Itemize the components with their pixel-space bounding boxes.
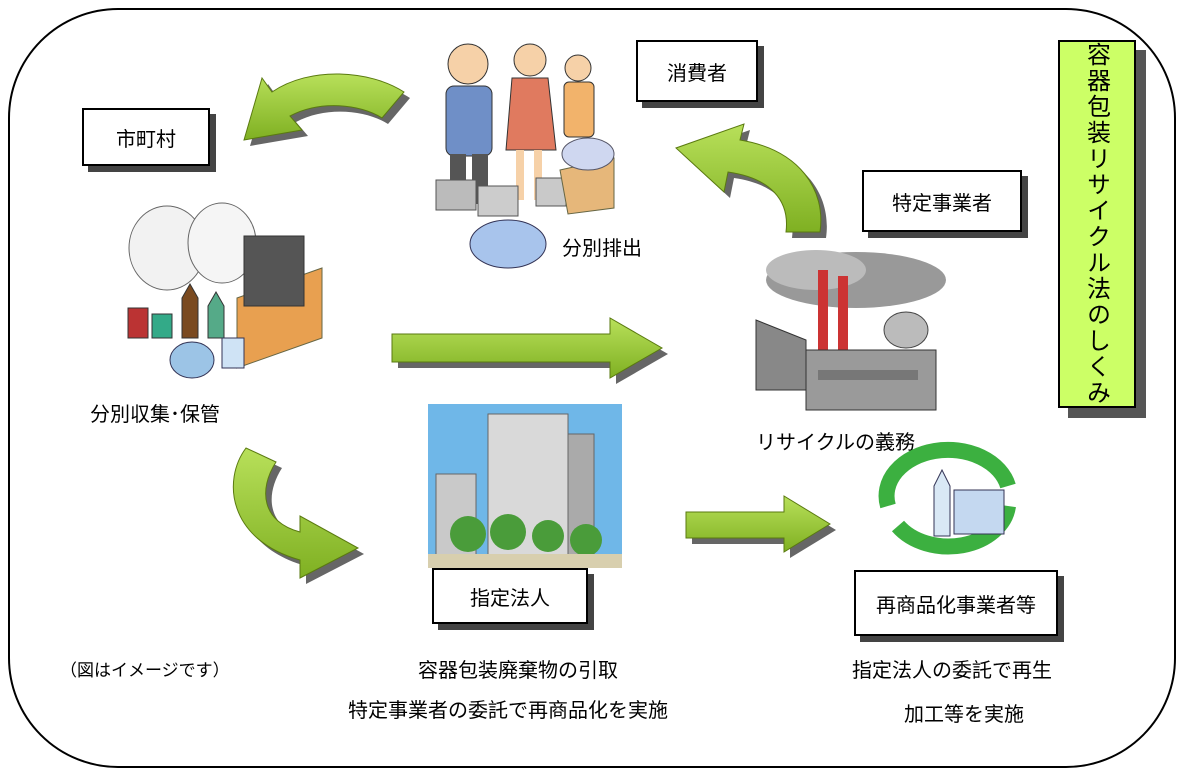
sorted-discharge-caption: 分別排出	[562, 236, 642, 260]
business-box: 特定事業者	[862, 170, 1022, 232]
pickup-caption: 容器包装廃棄物の引取	[418, 658, 618, 682]
consumer-box: 消費者	[636, 40, 758, 102]
arrow-to-consumer	[675, 123, 822, 233]
title-box: 容器包装リサイクル法のしくみ	[1058, 40, 1136, 408]
collection-caption: 分別収集･保管	[90, 402, 220, 426]
flow-arrows	[232, 73, 836, 584]
building-illustration	[428, 404, 622, 568]
arrow-to-recycler	[685, 495, 831, 553]
title-text: 容器包装リサイクル法のしくみ	[1082, 42, 1111, 406]
recycle-duty-caption: リサイクルの義務	[756, 430, 915, 454]
recycle-illustration	[878, 441, 1016, 555]
collection-illustration	[127, 202, 323, 379]
arrow-to-municipality	[243, 73, 405, 141]
designated-corp-box: 指定法人	[432, 568, 588, 624]
recycler-caption-1: 指定法人の委託で再生	[852, 658, 1052, 682]
commission-caption: 特定事業者の委託で再商品化を実施	[348, 698, 668, 722]
arrow-to-designated	[232, 447, 360, 579]
factory-illustration	[755, 250, 946, 411]
arrow-to-recycle-body	[391, 317, 664, 379]
municipality-box: 市町村	[82, 108, 210, 166]
note-caption: （図はイメージです）	[60, 661, 230, 681]
recycler-caption-2: 加工等を実施	[904, 702, 1024, 726]
recycler-box: 再商品化事業者等	[854, 570, 1058, 636]
consumers-illustration	[435, 43, 615, 269]
